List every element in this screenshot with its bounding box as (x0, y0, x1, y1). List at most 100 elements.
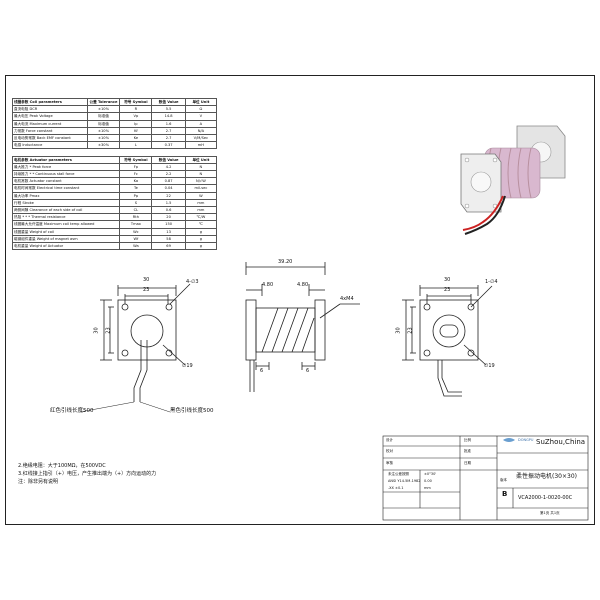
sheet-label: 第1页 共1页 (540, 511, 560, 515)
front-hole-bl (121, 349, 129, 357)
rear-hole-tl (423, 303, 431, 311)
side-view (245, 262, 360, 392)
actuator-param-name: 最大推力 * Peak force (11, 162, 121, 172)
front-mount-hole-2 (492, 157, 498, 163)
actuator-param-name: 两侧间隙 Clearance of each side of coil (11, 206, 121, 215)
standard-label: ANSI Y14.5M-1982 (388, 479, 421, 483)
rear-center-bore (432, 314, 466, 348)
actuator-param-unit: N (184, 162, 218, 172)
rear-view (402, 285, 493, 397)
title-small-6: 版本 (500, 478, 507, 482)
actuator-param-unit: mm (184, 198, 218, 208)
coil-param-unit: A (184, 119, 218, 128)
rear-hole-br (467, 349, 475, 357)
logo-icon (503, 438, 515, 442)
title-small-3: 审核 (386, 461, 393, 465)
side-left-plate (245, 299, 257, 361)
actuator-param-value: 0.6 (151, 206, 186, 215)
part-name: 柔性振动电机(30×30) (516, 473, 577, 480)
rear-dim-dia: ∅19 (484, 363, 495, 369)
coil-param-unit: V (184, 112, 218, 121)
actuator-param-unit: mm (184, 206, 218, 215)
rear-dim-width: 30 (444, 277, 451, 283)
actuator-header-row: 电机参数 Actuator parameters 符号 Symbol 数值 Va… (11, 155, 218, 164)
actuator-param-value: 1.5 (151, 198, 186, 208)
coil-param-value: 2.7 (151, 126, 186, 136)
scale-label: 比例 (464, 438, 471, 442)
front-mount-hole-3 (464, 203, 470, 209)
side-dim-length: 39.20 (278, 259, 293, 265)
actuator-param-value: 4.2 (151, 162, 186, 172)
coil-param-name: 最大电流 Maximum current (12, 119, 88, 128)
side-coil-helix (261, 307, 315, 353)
actuator-header-val: 数值 Value (151, 155, 186, 164)
front-view (79, 283, 191, 413)
rear-hole-bl (423, 349, 431, 357)
tol-line-2: ±0°30' (424, 472, 437, 476)
actuator-param-unit: g (184, 234, 218, 244)
coil-header-row: 线圈参数 Coil parameters 公差 Tolerance 符号 Sym… (12, 97, 218, 107)
tol-line-1: .XX ±0.1 (388, 486, 404, 490)
actuator-param-unit: g (184, 242, 218, 251)
actuator-param-unit: W (184, 191, 218, 200)
coil-param-unit: Ω (184, 105, 218, 114)
actuator-param-unit: mil-sec (184, 184, 218, 193)
actuator-param-name: 线圈重量 Weight of coil (11, 227, 121, 236)
title-block (382, 435, 589, 521)
coil-param-name: 电感 Inductance (12, 141, 88, 150)
coil-param-unit: V/M/Sec (184, 134, 218, 143)
coil-header-unit: 单位 Unit (184, 97, 218, 107)
rear-dim-hinner: 23 (407, 327, 414, 334)
actuator-param-name: 电机常数 Actuator constant (11, 177, 121, 186)
actuator-param-name: 磁钢组件重量 Weight of magnet asm (11, 234, 121, 244)
side-lead-wire (249, 360, 255, 392)
actuator-param-unit: ℃ (184, 220, 218, 229)
side-dim-b: 4.80 (297, 282, 309, 288)
actuator-param-value: 2.2 (151, 170, 186, 179)
front-hole-tr (165, 303, 173, 311)
title-small-4: 批准 (464, 449, 471, 453)
rear-lead-wires (437, 360, 462, 397)
actuator-param-unit: ℃/W (184, 213, 218, 222)
coil-param-value: 0.37 (151, 141, 186, 150)
actuator-param-value: 22 (151, 191, 186, 200)
actuator-param-value: 58 (151, 234, 186, 244)
side-body (255, 307, 316, 353)
general-tol-label: 未注公差按照 (388, 472, 409, 476)
actuator-param-name: 电机重量 Weight of Actuator (11, 242, 121, 251)
parameter-table: 线圈参数 Coil parameters 公差 Tolerance 符号 Sym… (11, 97, 218, 251)
title-small-1: 设计 (386, 438, 393, 442)
actuator-param-value: 69 (151, 242, 186, 251)
actuator-param-name: 线圈最大允许温度 Maximum coil temp allowed (11, 220, 121, 229)
front-mount-hole-1 (464, 157, 470, 163)
rear-dim-inner: 23 (444, 287, 451, 293)
note-line: 注：除非另有说明 (18, 479, 59, 485)
front-dim-inner: 23 (143, 287, 150, 293)
company-name: SuZhou,China (536, 438, 586, 446)
note-line: 3.红线接上指引（+）电压，产生推出端为（+）方向运动的力 (18, 471, 157, 477)
black-wire-label: 黑色引线长度500 (170, 408, 214, 414)
drawing-border (5, 75, 595, 525)
coil-param-name: 力常数 Force constant (12, 126, 88, 136)
front-lead-wires (133, 340, 148, 402)
actuator-param-unit: N/√W (184, 177, 218, 186)
note-line: 2.绝缘电阻：大于100MΩ，在500VDC (18, 463, 106, 469)
coil-header-val: 数值 Value (151, 97, 186, 107)
rear-dim-hole: 1-∅4 (485, 279, 498, 285)
actuator-param-unit: N (184, 170, 218, 179)
actuator-param-name: 热阻 * * * Thermal resistance (11, 213, 121, 222)
notes-block: 2.绝缘电阻：大于100MΩ，在500VDC 3.红线接上指引（+）电压，产生推… (18, 462, 218, 486)
front-dim-height: 30 (93, 327, 100, 334)
coil-param-name: 最大电压 Peak Voltage (12, 112, 88, 121)
side-dim-a: 4.80 (262, 282, 274, 288)
actuator-3d-render (460, 125, 566, 235)
